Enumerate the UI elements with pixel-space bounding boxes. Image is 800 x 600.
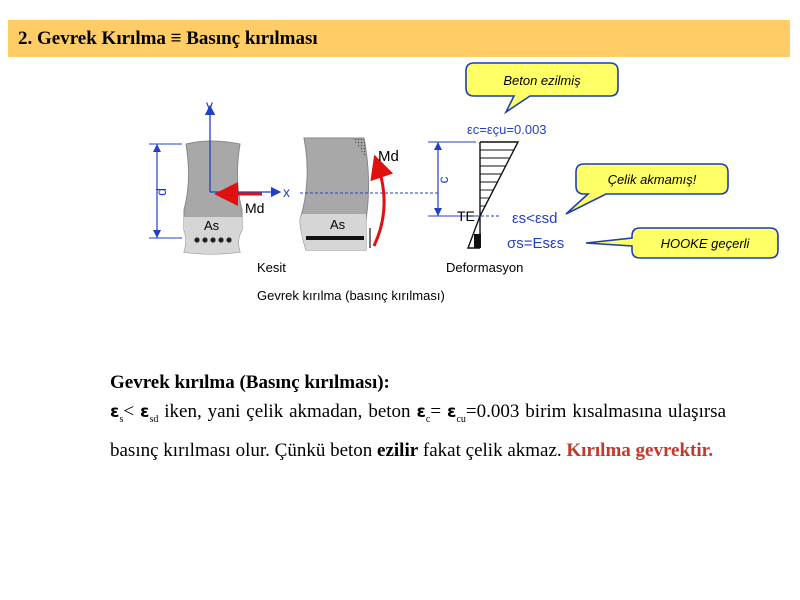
eps-symbol: ε — [110, 402, 120, 422]
dimension-d — [149, 143, 182, 239]
text-run: iken, yani çelik akmadan, beton — [164, 401, 411, 422]
label-c: c — [435, 177, 451, 184]
eps-sub: cu — [456, 413, 466, 425]
lt-sign: < — [123, 401, 135, 422]
axis-y-label: y — [206, 97, 213, 113]
title-bar: 2. Gevrek Kırılma ≡ Basınç kırılması — [8, 20, 790, 57]
strain-concrete: εc=εçu=0.003 — [467, 122, 547, 137]
body-paragraph: εs< εsd iken, yani çelik akmadan, beton … — [110, 396, 726, 466]
axis-x-label: x — [283, 184, 290, 200]
hatching — [480, 149, 514, 207]
svg-text:Çelik akmamış!: Çelik akmamış! — [608, 172, 697, 187]
eps-sub: s — [119, 413, 124, 425]
text-run: fakat çelik akmaz. — [422, 439, 562, 461]
strain-profile — [466, 141, 520, 249]
callout-concrete: Beton ezilmiş — [465, 62, 619, 115]
conclusion-text: Kırılma gevrektir. — [566, 439, 714, 461]
steel-strain-block — [474, 234, 481, 248]
slide-title: 2. Gevrek Kırılma ≡ Basınç kırılması — [18, 28, 318, 49]
moment-label-left: Md — [245, 200, 264, 216]
stress-steel: σs=Esεs — [507, 235, 564, 252]
strain-steel: εs<εsd — [512, 210, 557, 227]
svg-text:HOOKE geçerli: HOOKE geçerli — [661, 236, 751, 251]
steel-label-left: As — [204, 218, 220, 233]
text-run: =0.003 birim kısalmasına ulaşırsa basınç… — [110, 401, 727, 461]
failure-diagram: d y x Md As As Md c — [149, 62, 779, 303]
body-block: Gevrek kırılma (Basınç kırılması): εs< ε… — [110, 370, 726, 466]
bold-word: ezilir — [377, 439, 419, 461]
rebar-dots — [194, 237, 232, 243]
moment-arrow-right — [370, 154, 394, 247]
section-right: As Md — [299, 137, 440, 251]
callout-steel: Çelik akmamış! — [565, 163, 729, 215]
section-left: d y x Md As — [149, 97, 290, 255]
eps-symbol: ε — [140, 402, 150, 422]
figure-caption: Gevrek kırılma (basınç kırılması) — [257, 288, 445, 303]
crushed-zone — [352, 138, 367, 158]
eps-symbol: ε — [416, 402, 426, 422]
eps-symbol: ε — [447, 402, 457, 422]
body-heading: Gevrek kırılma (Basınç kırılması): — [110, 372, 390, 393]
eq-sign: = — [430, 401, 442, 422]
eps-sub: sd — [149, 413, 159, 425]
label-deformation: Deformasyon — [446, 260, 523, 275]
strain-diagram: c TE εc=εçu=0.003 εs<εsd σs=Esεs — [428, 122, 564, 252]
steel-label-right: As — [330, 217, 346, 232]
label-d: d — [153, 188, 169, 196]
svg-text:Beton ezilmiş: Beton ezilmiş — [503, 73, 581, 88]
label-te: TE — [457, 208, 475, 224]
callout-hooke: HOOKE geçerli — [585, 227, 779, 259]
eps-sub: c — [425, 413, 431, 425]
label-section: Kesit — [257, 260, 286, 275]
moment-label-right: Md — [378, 148, 399, 165]
